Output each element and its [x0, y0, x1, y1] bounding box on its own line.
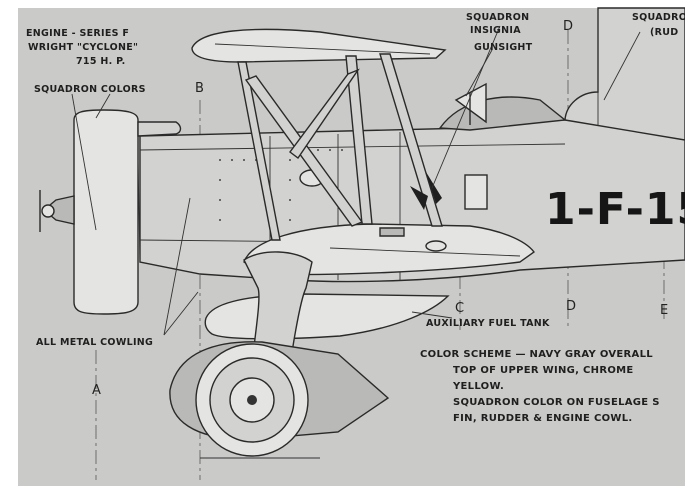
lower-wing-hatch	[379, 227, 405, 237]
lower-wing	[243, 223, 535, 276]
cowling-rear-ring	[137, 121, 182, 137]
registration-number: 1-F-15	[545, 184, 685, 235]
station-letter-d-top: D	[563, 19, 573, 34]
rivet-row	[219, 149, 343, 221]
lower-wing-seam	[329, 247, 521, 257]
color-scheme-line-5: FIN, RUDDER & ENGINE COWL.	[453, 413, 633, 424]
color-scheme-line-4: SQUADRON COLOR ON FUSELAGE S	[453, 397, 660, 408]
tail-fin	[564, 7, 685, 143]
squadron-insignia-label-line-1: SQUADRON	[466, 12, 529, 23]
landing-gear-wheel	[169, 341, 390, 457]
wing-struts	[237, 53, 443, 241]
engine-label-line-2: WRIGHT "CYCLONE"	[28, 42, 138, 53]
gunsight-label: GUNSIGHT	[474, 42, 533, 53]
color-scheme-line-1: COLOR SCHEME — NAVY GRAY OVERALL	[420, 349, 653, 360]
color-scheme-line-2: TOP OF UPPER WING, CHROME	[453, 365, 634, 376]
cowling-seam	[137, 159, 141, 263]
lower-wing-hole	[425, 240, 447, 252]
station-letter-b: B	[195, 81, 204, 96]
station-letter-e-bottom: E	[660, 303, 668, 318]
propeller-hub	[39, 190, 75, 232]
squadron-insignia-label-line-2: INSIGNIA	[470, 25, 521, 36]
station-letter-d-bottom: D	[566, 299, 576, 314]
squadron-colors-label: SQUADRON COLORS	[34, 84, 146, 95]
station-letter-c: C	[455, 301, 464, 316]
engine-cowling	[73, 109, 139, 315]
leader-lines	[71, 25, 641, 336]
squadron-rudder-label-line-1: SQUADRO	[632, 12, 685, 23]
station-letter-a: A	[92, 383, 101, 398]
engine-label-line-3: 715 H. P.	[76, 56, 126, 67]
squadron-rudder-label-line-2: (RUD	[650, 27, 678, 38]
auxiliary-fuel-tank-label: AUXILIARY FUEL TANK	[426, 318, 550, 329]
fuselage-access-panel	[464, 174, 488, 210]
engine-label-line-1: ENGINE - SERIES F	[26, 28, 129, 39]
all-metal-cowling-label: ALL METAL COWLING	[36, 337, 153, 348]
squadron-insignia-mark	[410, 172, 442, 210]
color-scheme-line-3: YELLOW.	[452, 381, 504, 392]
upper-wing-edge	[214, 43, 431, 55]
